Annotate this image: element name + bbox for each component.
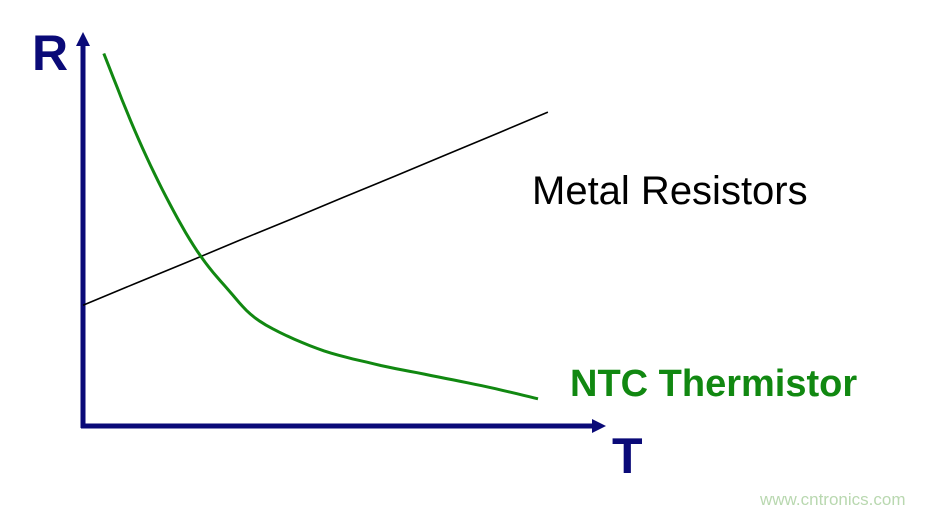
series-label-metal-resistors: Metal Resistors [532, 169, 808, 213]
series-label-ntc-thermistor: NTC Thermistor [570, 363, 857, 405]
x-axis-label: T [612, 428, 643, 484]
series-line-ntc-thermistor [102, 52, 539, 401]
y-axis-label: R [32, 25, 68, 81]
series-line-metal-resistors [82, 111, 549, 307]
watermark: www.cntronics.com [759, 490, 905, 509]
